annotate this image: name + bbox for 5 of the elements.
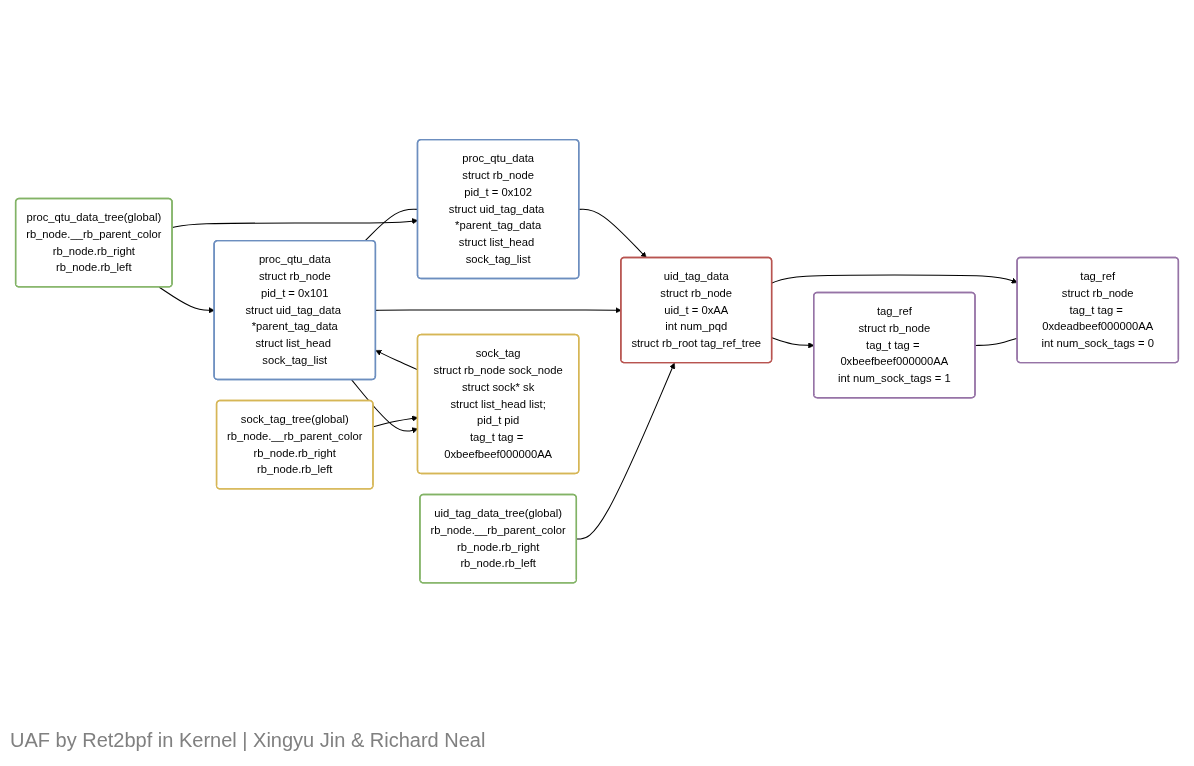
- arrow: [771, 274, 1018, 284]
- arrow: [576, 362, 676, 540]
- arrow: [578, 208, 647, 258]
- arrow: [158, 286, 215, 314]
- footer-text: UAF by Ret2bpf in Kernel | Xingyu Jin & Richard Neal: [10, 729, 486, 752]
